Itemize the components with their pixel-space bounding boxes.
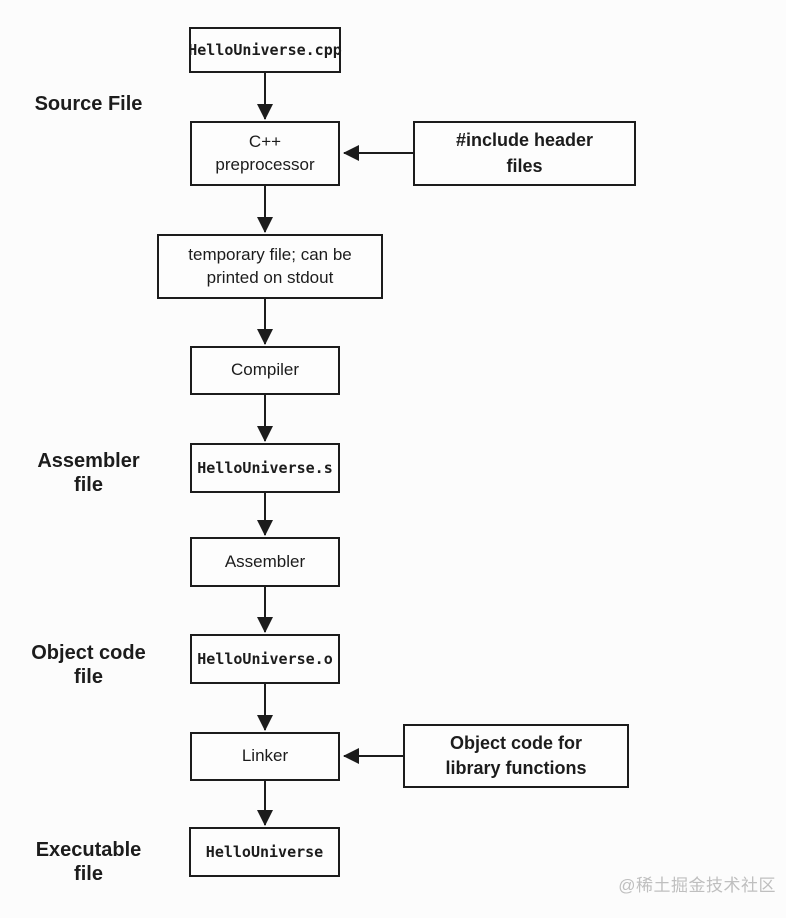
node-object-file: HelloUniverse.o	[190, 634, 340, 684]
node-source-cpp-file: HelloUniverse.cpp	[188, 27, 342, 73]
side-label-object-code-file: Object code file	[31, 642, 146, 688]
node-temporary-file: temporary file; can be printed on stdout	[157, 234, 383, 299]
node-linker: Linker	[190, 732, 340, 781]
side-label-executable-file: Executable file	[35, 839, 142, 885]
side-label-source-file: Source File	[34, 93, 143, 115]
node-assembly-file: HelloUniverse.s	[190, 443, 340, 493]
node-include-header-files: #include header files	[413, 121, 636, 186]
node-compiler: Compiler	[190, 346, 340, 395]
node-cpp-preprocessor: C++ preprocessor	[190, 121, 340, 186]
node-library-object-code: Object code for library functions	[403, 724, 629, 788]
node-executable-file: HelloUniverse	[189, 827, 340, 877]
node-assembler: Assembler	[190, 537, 340, 587]
watermark-juejin-community: @稀土掘金技术社区	[618, 876, 776, 895]
side-label-assembler-file: Assembler file	[37, 450, 140, 496]
